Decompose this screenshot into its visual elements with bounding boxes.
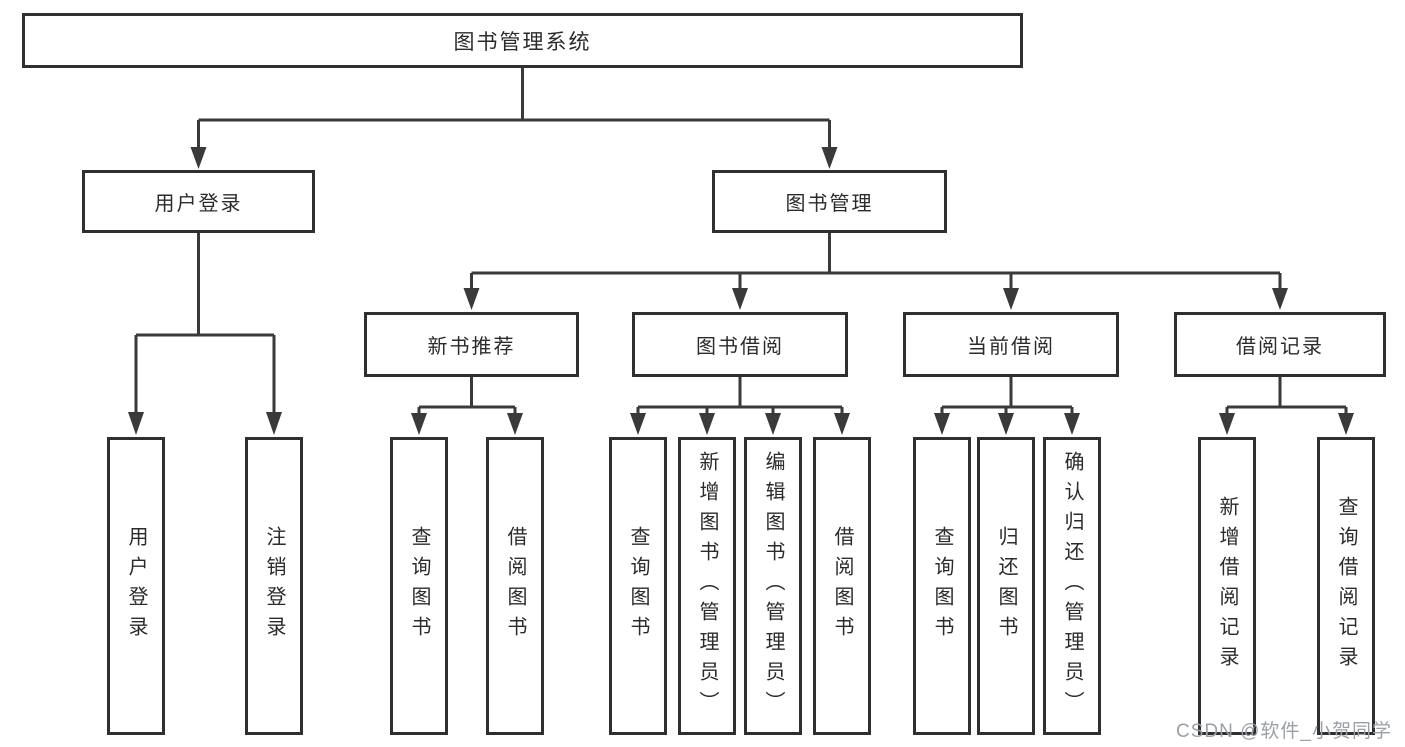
node-new-book-recommend: 新书推荐 — [364, 312, 579, 377]
node-library-management-system: 图书管理系统 — [22, 13, 1023, 68]
node-book-management: 图书管理 — [712, 170, 947, 233]
leaf-query-books-borrow: 查询图书 — [609, 437, 667, 735]
node-user-login: 用户登录 — [82, 170, 315, 233]
csdn-watermark: CSDN @软件_小贺同学 — [1176, 721, 1392, 742]
leaf-query-borrow-record: 查询借阅记录 — [1317, 437, 1375, 735]
leaf-add-borrow-record: 新增借阅记录 — [1198, 437, 1256, 735]
node-book-borrow: 图书借阅 — [632, 312, 848, 377]
leaf-query-books-recommend: 查询图书 — [390, 437, 448, 735]
leaf-edit-book-admin: 编辑图书（管理员） — [744, 437, 802, 735]
leaf-logout: 注销登录 — [245, 437, 303, 735]
leaf-borrow-books: 借阅图书 — [813, 437, 871, 735]
leaf-borrow-books-recommend: 借阅图书 — [486, 437, 544, 735]
leaf-add-book-admin: 新增图书（管理员） — [678, 437, 736, 735]
leaf-return-books: 归还图书 — [977, 437, 1035, 735]
node-current-borrow: 当前借阅 — [903, 312, 1119, 377]
leaf-query-books-current: 查询图书 — [913, 437, 971, 735]
node-borrow-records: 借阅记录 — [1174, 312, 1386, 377]
leaf-user-login: 用户登录 — [107, 437, 165, 735]
leaf-confirm-return-admin: 确认归还（管理员） — [1043, 437, 1101, 735]
